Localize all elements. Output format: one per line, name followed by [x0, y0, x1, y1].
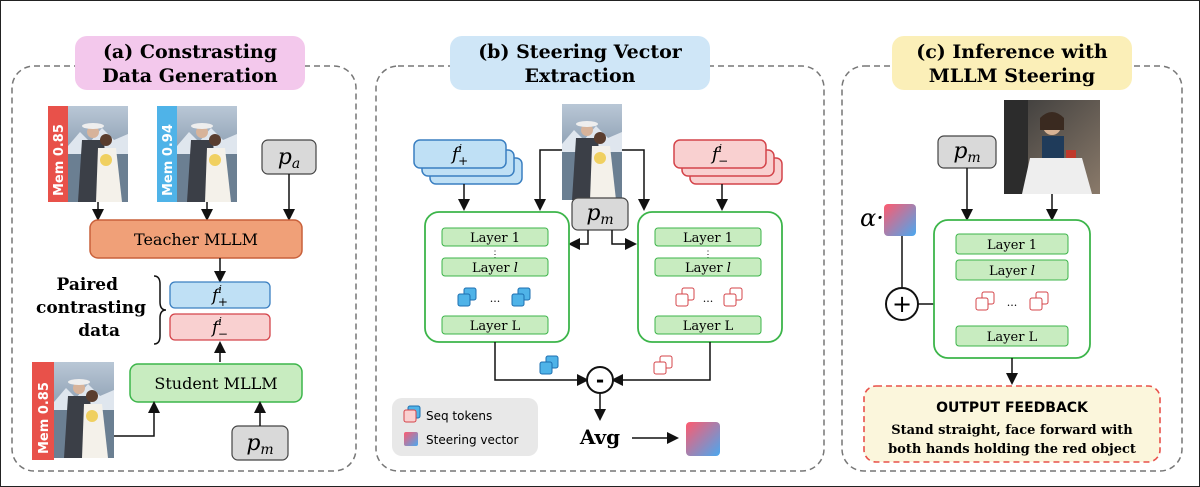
prompt-pm-label-c: pm	[953, 139, 980, 166]
layerL-c: Layer L	[987, 330, 1038, 345]
paired-label-1: Paired	[57, 275, 119, 295]
legend-seq-tokens: Seq tokens	[426, 409, 492, 423]
legend-seq-token-icon	[403, 409, 417, 423]
student-mllm-label: Student MLLM	[154, 374, 277, 393]
panel-c-border	[841, 65, 1183, 472]
layerL-right: Layer L	[683, 319, 734, 334]
svg-text:⋮: ⋮	[704, 250, 713, 260]
svg-text:...: ...	[1007, 296, 1018, 309]
photo-couple-3	[54, 362, 114, 458]
layerl-right: Layer l	[685, 261, 731, 276]
legend-steering-icon	[404, 432, 418, 446]
panel-b: (b) Steering Vector Extraction fi+ fi− p…	[375, 36, 825, 472]
svg-text:-: -	[596, 368, 604, 392]
f-plus-stack	[413, 139, 507, 169]
output-feedback-title: OUTPUT FEEDBACK	[936, 400, 1089, 416]
prompt-pm-box-b	[571, 197, 629, 231]
panel-b-title-line2: Extraction	[525, 65, 636, 87]
panel-a: (a) Constrasting Data Generation Mem 0.8…	[11, 36, 357, 472]
seq-tokens-pos-out	[539, 355, 559, 375]
layerl-left: Layer l	[472, 261, 518, 276]
panel-c-title-line1: (c) Inference with	[916, 41, 1108, 63]
mem-badge-2	[157, 106, 177, 202]
output-feedback-line2: both hands holding the red object	[888, 442, 1136, 457]
photo-couple-1	[68, 106, 128, 202]
svg-text:⋮: ⋮	[491, 250, 500, 260]
avg-label: Avg	[579, 425, 620, 449]
mem-badge-1	[48, 106, 68, 202]
f-minus-stack	[673, 139, 767, 169]
steering-vector-output	[686, 422, 720, 456]
panel-c-title-line2: MLLM Steering	[929, 65, 1095, 87]
photo-couple-b	[562, 104, 622, 200]
legend-steering-vector: Steering vector	[426, 433, 519, 447]
panel-b-title-line1: (b) Steering Vector	[478, 41, 683, 63]
paired-label-2: contrasting	[36, 298, 146, 318]
svg-text:+: +	[892, 290, 912, 318]
alpha-label: α·	[860, 204, 884, 232]
panel-a-title-line2: Data Generation	[102, 65, 278, 87]
paired-brace	[153, 275, 167, 345]
photo-couple-2	[177, 106, 237, 202]
svg-text:...: ...	[703, 292, 714, 305]
mem-badge-3-label: Mem 0.85	[37, 382, 52, 454]
f-minus-box-a	[169, 313, 271, 341]
f-plus-box-a	[169, 281, 271, 309]
teacher-mllm-box	[89, 219, 303, 259]
panel-a-title-bg	[75, 36, 305, 90]
mem-badge-3	[32, 362, 54, 460]
layer1-left: Layer 1	[470, 231, 520, 246]
layerl-c: Layer l	[989, 264, 1035, 279]
layerL-left: Layer L	[470, 319, 521, 334]
panel-b-title-bg	[450, 36, 710, 90]
teacher-mllm-label: Teacher MLLM	[134, 230, 258, 249]
panel-c: (c) Inference with MLLM Steering pm α· +…	[841, 36, 1183, 472]
legend-box	[392, 398, 538, 456]
seq-tokens-neg-out	[653, 355, 673, 375]
panel-a-title-line1: (a) Constrasting	[103, 41, 277, 63]
seq-tokens-right: ...	[675, 287, 743, 307]
panel-c-title-bg	[892, 36, 1132, 90]
paired-label-3: data	[78, 321, 120, 341]
steering-vector-input	[884, 204, 916, 236]
seq-tokens-left: ...	[457, 287, 531, 307]
mem-badge-1-label: Mem 0.85	[52, 124, 67, 196]
layer1-right: Layer 1	[683, 231, 733, 246]
student-mllm-box	[129, 363, 303, 403]
svg-text:...: ...	[490, 292, 501, 305]
mem-badge-2-label: Mem 0.94	[161, 124, 176, 196]
photo-woman	[1004, 100, 1100, 194]
output-feedback-box	[863, 385, 1161, 463]
seq-tokens-c: ...	[975, 291, 1049, 311]
output-feedback-line1: Stand straight, face forward with	[891, 423, 1133, 438]
layer1-c: Layer 1	[987, 238, 1037, 253]
